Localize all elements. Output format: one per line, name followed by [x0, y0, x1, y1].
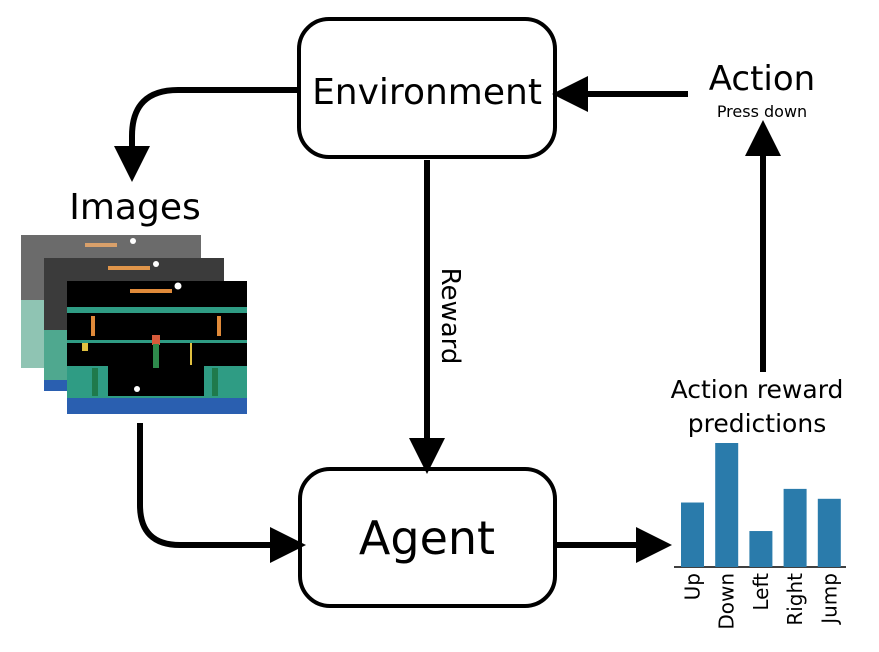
game-frames-stack [21, 235, 247, 414]
action-reward-chart: Up Down Left Right Jump [674, 443, 846, 630]
bar-right [783, 488, 807, 567]
tick-label-down: Down [715, 573, 739, 630]
reward-label: Reward [435, 268, 465, 365]
bar-jump [817, 498, 841, 567]
agent-node: Agent [298, 467, 557, 608]
game-frame-front [67, 281, 247, 414]
bar-up [681, 502, 704, 567]
environment-node: Environment [297, 17, 557, 159]
images-to-agent-arrow [137, 423, 306, 563]
bar-left [749, 531, 773, 567]
environment-label: Environment [312, 72, 542, 113]
tick-label-right: Right [783, 573, 807, 626]
agent-label: Agent [359, 511, 495, 565]
images-label: Images [69, 187, 201, 228]
tick-label-left: Left [749, 573, 773, 611]
predictions-label-line1: Action reward [671, 375, 844, 404]
tick-label-up: Up [681, 573, 705, 600]
predictions-label-line2: predictions [688, 409, 826, 438]
tick-label-jump: Jump [817, 573, 841, 626]
action-label: Action [709, 59, 815, 99]
action-detail-label: Press down [717, 102, 807, 121]
bar-down [715, 443, 739, 567]
env-to-images-arrow [114, 87, 297, 182]
